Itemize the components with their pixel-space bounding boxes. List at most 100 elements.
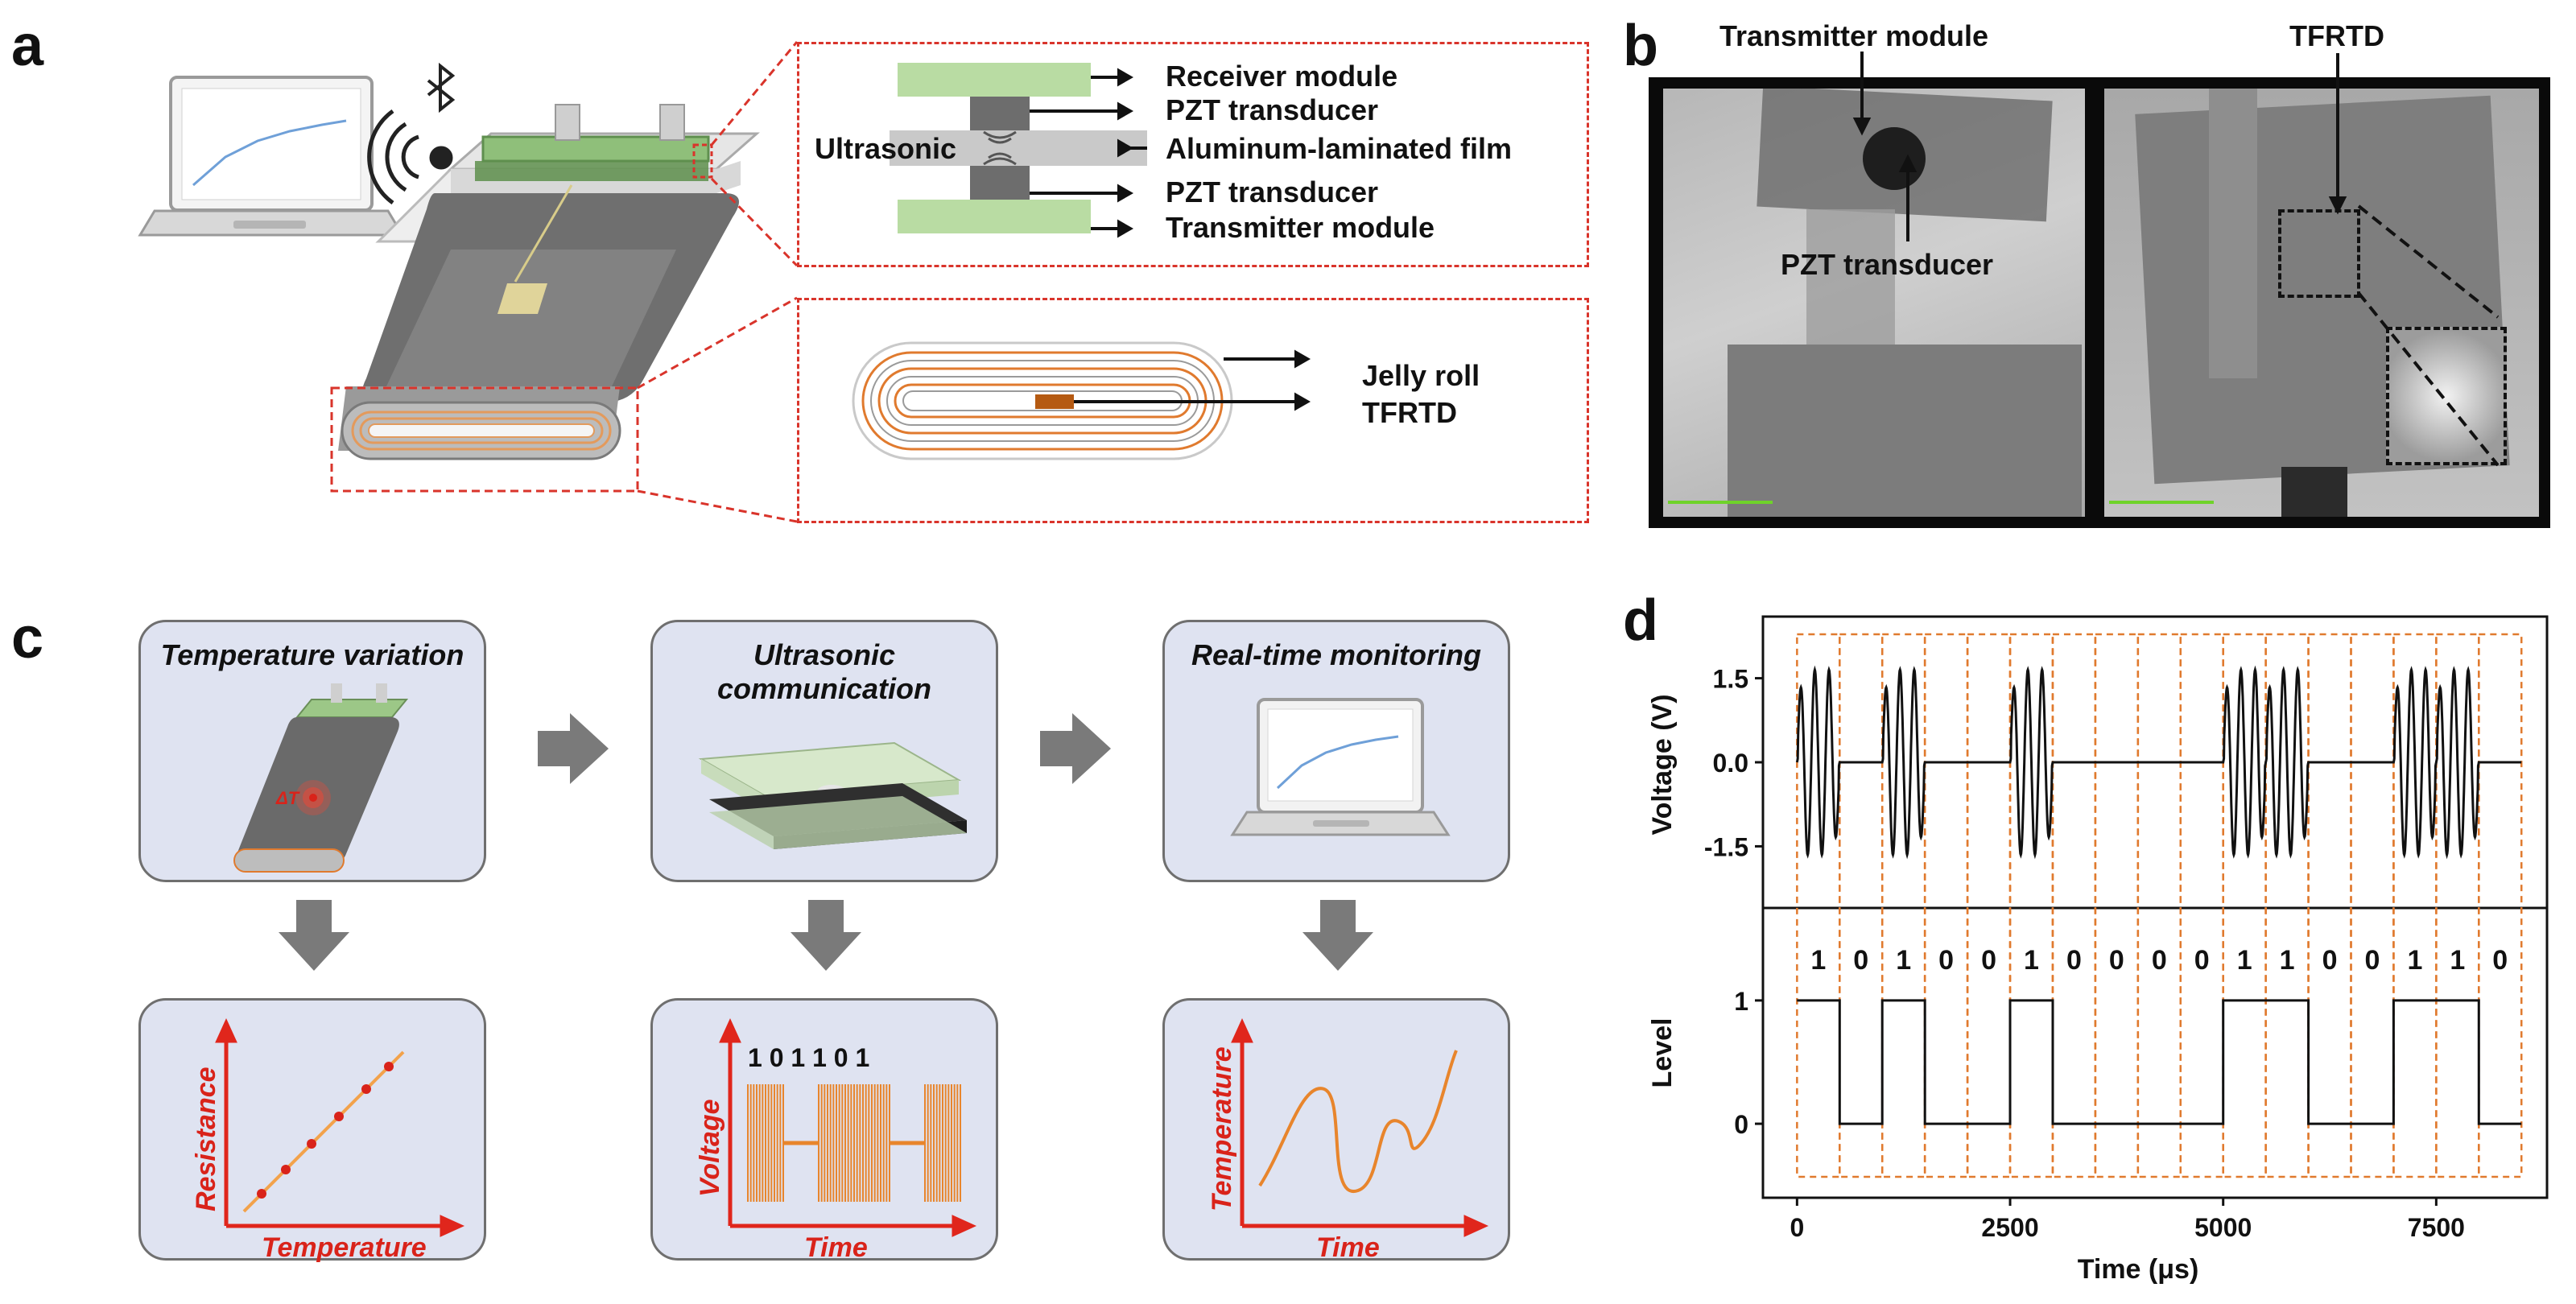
label-pzt-transducer-bottom: PZT transducer [1166,175,1379,208]
xlabel-time-2: Time [1316,1232,1380,1263]
ylabel-resistance: Resistance [191,1067,221,1211]
delta-t-label: ΔT [275,788,300,808]
arrow-right-icon [538,713,609,784]
bit-label: 0 [2322,945,2338,976]
arrow-down-icon [791,900,861,971]
bit-label: 0 [2066,945,2082,976]
ytick-label: -1.5 [1704,832,1748,861]
bit-label: 1 [2280,945,2295,976]
level-trace [1797,999,2522,1125]
card-voltage-plot: 1 0 1 1 0 1 Voltage Time [650,998,998,1263]
bit-label: 1 [2237,945,2252,976]
xtick-label: 0 [1790,1213,1804,1242]
bits-label: 1 0 1 1 0 1 [748,1043,869,1072]
stacked-modules-icon [698,741,967,849]
bit-window [1923,633,1969,1178]
panel-label-d: d [1623,588,1658,653]
bit-window [2136,633,2182,1178]
zoom-box-jelly-roll [797,298,1589,523]
bluetooth-icon [427,62,456,113]
bit-label: 0 [2492,945,2508,976]
bit-window [2094,633,2140,1178]
voltage-yticks: 1.50.0-1.5 [1704,665,1763,861]
wireless-signal-icon [367,109,453,205]
ytick-label: 0 [1734,1110,1748,1139]
bit-label: 0 [1938,945,1954,976]
bit-label: 0 [2194,945,2210,976]
label-tfrtd: TFRTD [1362,396,1457,429]
card-ultrasonic-communication: Ultrasonic communication [650,620,998,882]
zoom-lines [330,41,799,523]
bit-label: 0 [1981,945,1996,976]
card-temperature-variation: Temperature variation ΔT [138,620,486,882]
bit-window [2478,633,2523,1178]
bit-label: 0 [2152,945,2167,976]
level-line [1797,999,2522,1125]
bit-label: 0 [2109,945,2124,976]
card-title-ultrasonic-communication: Ultrasonic communication [716,638,932,705]
xray-image-transmitter [1663,89,2085,517]
bit-label: 1 [1810,945,1826,976]
bit-window [2179,633,2224,1178]
bit-window [2051,633,2097,1178]
bit-window [2307,633,2352,1178]
bit-window [2350,633,2395,1178]
arrow-down-icon [279,900,349,971]
tfrtd-sensor [1035,394,1074,409]
xlabel-temperature: Temperature [262,1232,427,1263]
label-transmitter-module: Transmitter module [1166,211,1435,244]
xray-cell-body [1728,345,2082,517]
xlabel-time: Time [804,1232,868,1263]
bit-label: 1 [1896,945,1911,976]
label-aluminum-film: Aluminum-laminated film [1166,132,1513,165]
level-axes-frame [1761,906,2549,1199]
ylabel-level: Level [1647,1018,1678,1088]
battery-heat-icon: ΔT [233,683,409,873]
panel-label-a: a [11,14,44,78]
panel-c-arrows [279,713,1373,971]
card-title-real-time-monitoring: Real-time monitoring [1191,638,1482,671]
ytick-label: 0.0 [1713,749,1748,778]
label-b-tfrtd: TFRTD [2289,19,2384,52]
card-temperature-plot: Temperature Time [1162,998,1510,1263]
xlabel-time-us: Time (μs) [2078,1254,2199,1285]
monitor-laptop-icon [1230,698,1451,836]
level-yticks: 10 [1734,987,1763,1139]
panel-a-illustration [138,41,799,523]
ylabel-voltage: Voltage [695,1099,725,1197]
ytick-label: 1 [1734,987,1748,1016]
label-jelly-roll: Jelly roll [1362,359,1480,392]
voltage-trace [1795,665,2522,860]
ylabel-voltage-v: Voltage (V) [1647,694,1678,835]
xray-image-tfrtd [2104,89,2539,517]
label-pzt-transducer-top: PZT transducer [1166,93,1379,126]
pouch-battery-icon [338,104,760,460]
label-receiver-module: Receiver module [1166,60,1398,93]
card-resistance-plot: Resistance Temperature [138,998,486,1263]
arrow-right-icon [1040,713,1111,784]
panel-label-c: c [11,606,44,671]
voltage-time-sketch: 1 0 1 1 0 1 Voltage Time [695,1017,977,1263]
temperature-time-sketch: Temperature Time [1207,1017,1489,1263]
xray-pzt-disc [1863,127,1926,190]
xtick-label: 2500 [1981,1213,2038,1242]
bit-label: 0 [1853,945,1868,976]
ylabel-temperature: Temperature [1207,1046,1237,1211]
transducer-stack-schematic [852,63,1311,460]
zoom-box-transducer-stack [797,42,1589,267]
label-b-pzt-transducer: PZT transducer [1781,248,1994,281]
bit-label: 1 [2407,945,2422,976]
label-ultrasonic: Ultrasonic [815,132,957,165]
panel-b-callouts [1852,52,2500,467]
xray-panel-frame [1649,77,2550,528]
bit-label: 1 [2450,945,2465,976]
card-real-time-monitoring: Real-time monitoring [1162,620,1510,882]
arrow-down-icon [1302,900,1373,971]
xtick-label: 5000 [2194,1213,2252,1242]
voltage-burst-waveform [747,1084,961,1202]
bit-label: 1 [2024,945,2039,976]
card-title-temperature-variation: Temperature variation [160,638,464,671]
